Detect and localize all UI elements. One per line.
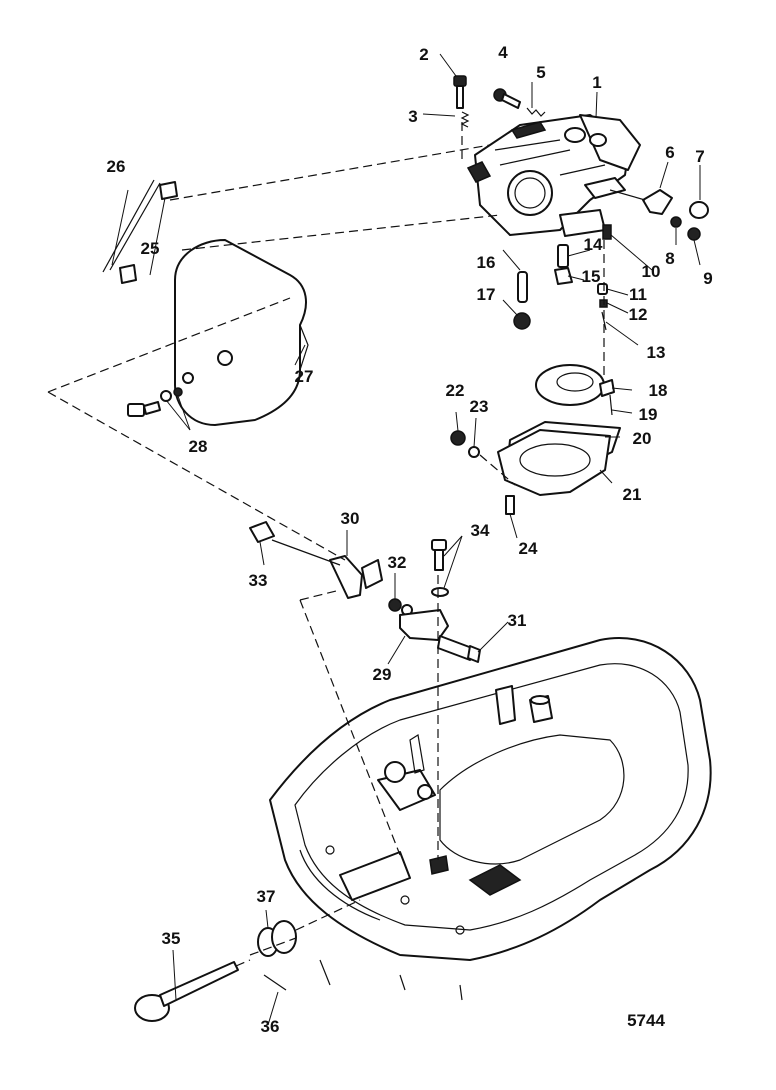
elbow-fitting-6: [609, 189, 673, 215]
float-18: [535, 364, 615, 406]
callout-23: 23: [470, 397, 489, 416]
callout-30: 30: [341, 509, 360, 528]
spring-3: [460, 111, 470, 128]
nut-33: [249, 521, 275, 543]
callout-15: 15: [582, 267, 601, 286]
callout-6: 6: [665, 143, 674, 162]
carburetor: [466, 114, 641, 237]
callout-26: 26: [107, 157, 126, 176]
callout-20: 20: [633, 429, 652, 448]
callout-10: 10: [642, 262, 661, 281]
screw-24: [505, 495, 515, 515]
callout-1: 1: [592, 73, 601, 92]
bottom-cowl: [269, 637, 712, 1001]
callout-36: 36: [261, 1017, 280, 1036]
throttle-lever-30: [271, 539, 383, 599]
callout-labels: 1 2 3 4 5 6 7 8 9 10 11 12 13 14 15 16 1…: [107, 43, 713, 1036]
callout-4: 4: [498, 43, 508, 62]
screw-10: [602, 224, 612, 240]
pin-19: [609, 394, 613, 416]
callout-14: 14: [584, 235, 603, 254]
callout-35: 35: [162, 929, 181, 948]
spring-5: [526, 107, 546, 117]
callout-37: 37: [257, 887, 276, 906]
callout-21: 21: [623, 485, 642, 504]
callout-19: 19: [639, 405, 658, 424]
plug-17: [513, 312, 531, 330]
grommet-37: [257, 920, 297, 957]
callout-8: 8: [665, 249, 674, 268]
washer-23: [468, 446, 480, 458]
callout-25: 25: [141, 239, 160, 258]
callout-12: 12: [629, 305, 648, 324]
callout-27: 27: [295, 367, 314, 386]
bolt-31: [437, 635, 481, 663]
screw-22: [450, 430, 466, 446]
screw-4: [493, 88, 521, 109]
callout-17: 17: [477, 285, 496, 304]
callout-33: 33: [249, 571, 268, 590]
callout-16: 16: [477, 253, 496, 272]
callout-28: 28: [189, 437, 208, 456]
callout-3: 3: [408, 107, 417, 126]
callout-13: 13: [647, 343, 666, 362]
callout-18: 18: [649, 381, 668, 400]
callout-31: 31: [508, 611, 527, 630]
callout-29: 29: [373, 665, 392, 684]
float-bowl-21: [497, 429, 611, 496]
figure-number: 5744: [627, 1011, 665, 1030]
washer-8: [670, 216, 682, 228]
nut-7: [689, 201, 709, 219]
bolt-34: [431, 539, 449, 597]
callout-32: 32: [388, 553, 407, 572]
callout-22: 22: [446, 381, 465, 400]
screw-2: [453, 75, 467, 109]
callout-11: 11: [629, 285, 647, 304]
washer-32: [388, 598, 413, 616]
callout-24: 24: [519, 539, 538, 558]
callout-5: 5: [536, 63, 545, 82]
link-rod-26: [102, 179, 161, 273]
assembly-lines: [47, 122, 605, 967]
nut-9: [687, 227, 701, 241]
part-14: [557, 244, 569, 268]
pin-36: [263, 974, 287, 991]
callout-2: 2: [419, 45, 428, 64]
needle-13: [601, 311, 607, 331]
clip-25: [119, 181, 178, 284]
callout-7: 7: [695, 147, 704, 166]
callout-34: 34: [471, 521, 490, 540]
jet-16: [517, 271, 528, 303]
nut-15: [554, 267, 573, 285]
rod-35: [134, 961, 239, 1022]
silencer-cover-27: [174, 239, 309, 426]
callout-9: 9: [703, 269, 712, 288]
bolt-28: [127, 387, 183, 417]
leader-lines: [111, 53, 701, 1026]
